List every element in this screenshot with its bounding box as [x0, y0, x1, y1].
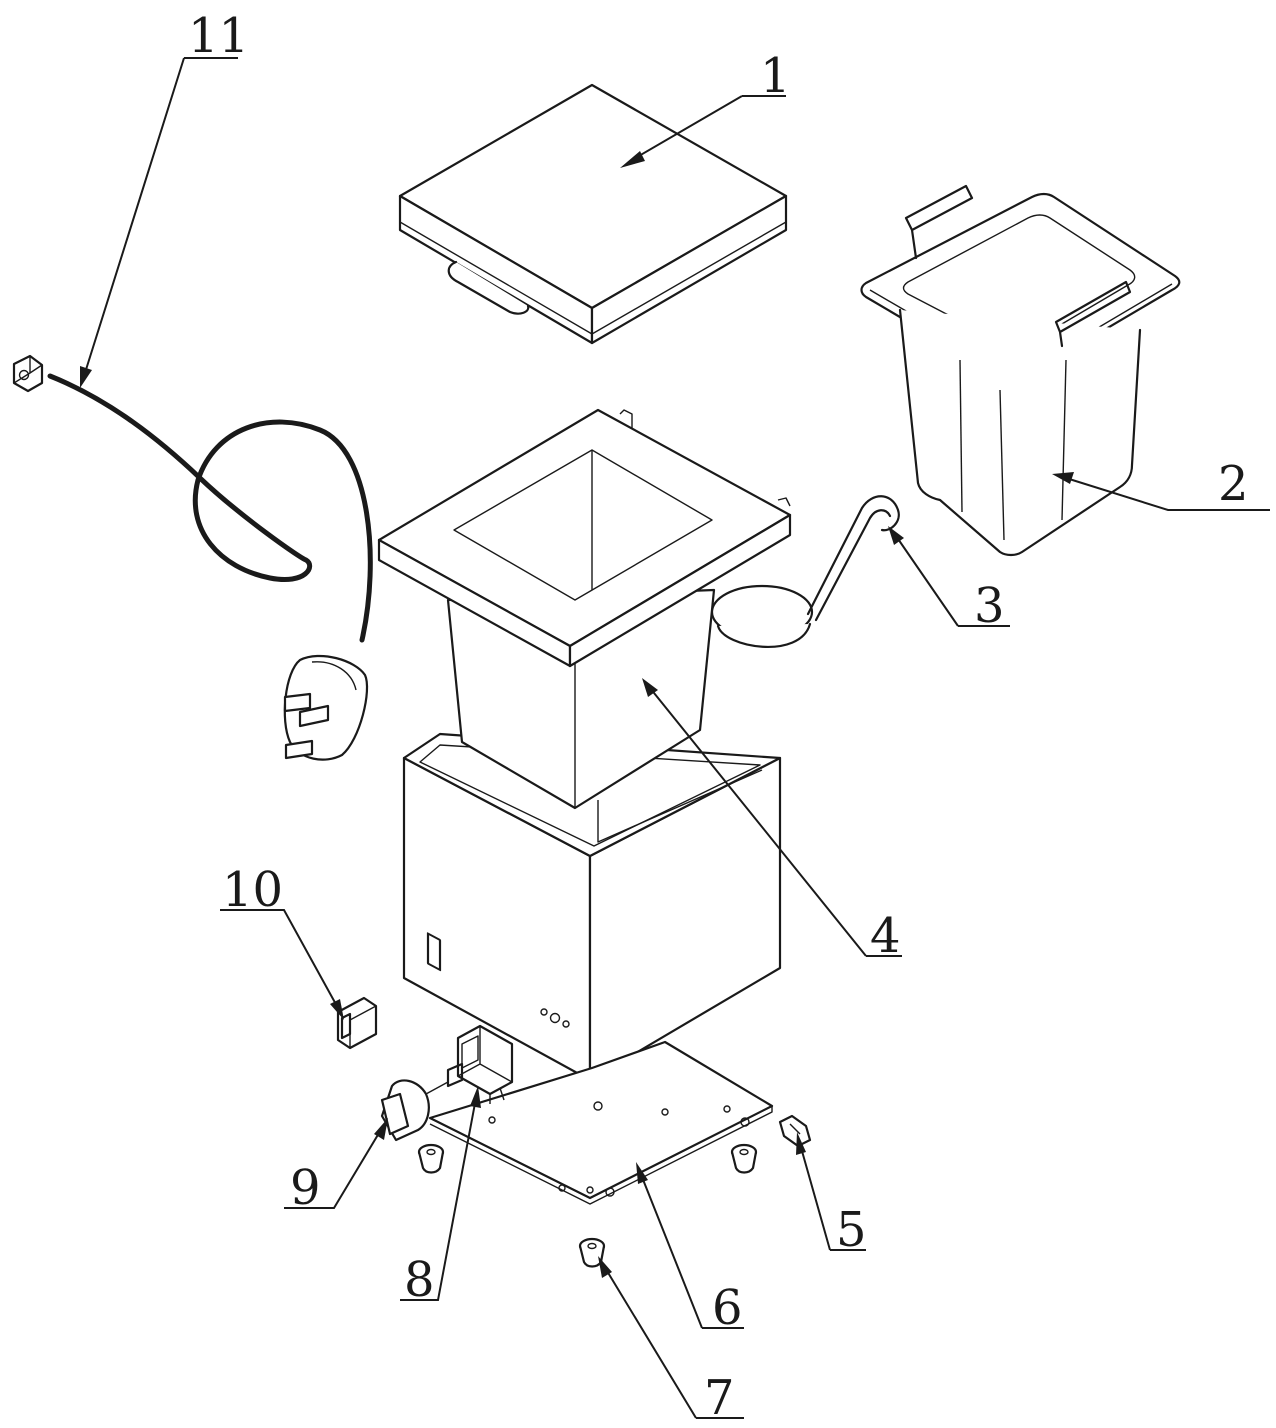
rocker-switch — [336, 996, 378, 1050]
label-8: 8 — [404, 1252, 435, 1308]
label-5: 5 — [836, 1202, 867, 1258]
label-4: 4 — [870, 908, 901, 964]
clip — [778, 1114, 812, 1148]
ladle — [710, 495, 900, 648]
inner-pot — [860, 184, 1181, 557]
lid — [398, 83, 788, 345]
thermostat — [446, 1024, 514, 1104]
label-9: 9 — [290, 1160, 321, 1216]
label-11: 11 — [188, 8, 249, 64]
base-plate — [428, 1040, 774, 1205]
label-6: 6 — [712, 1280, 743, 1336]
power-cord — [12, 354, 373, 761]
control-knob — [380, 1079, 449, 1142]
label-2: 2 — [1218, 456, 1249, 512]
label-3: 3 — [974, 578, 1005, 634]
part-labels: 1 2 3 4 5 6 7 8 9 10 11 — [188, 8, 1249, 1426]
label-7: 7 — [704, 1370, 735, 1426]
label-1: 1 — [760, 48, 791, 104]
label-10: 10 — [222, 862, 283, 918]
inner-tank — [377, 408, 792, 810]
rubber-feet — [417, 1143, 758, 1268]
leader-lines — [80, 57, 1270, 1419]
